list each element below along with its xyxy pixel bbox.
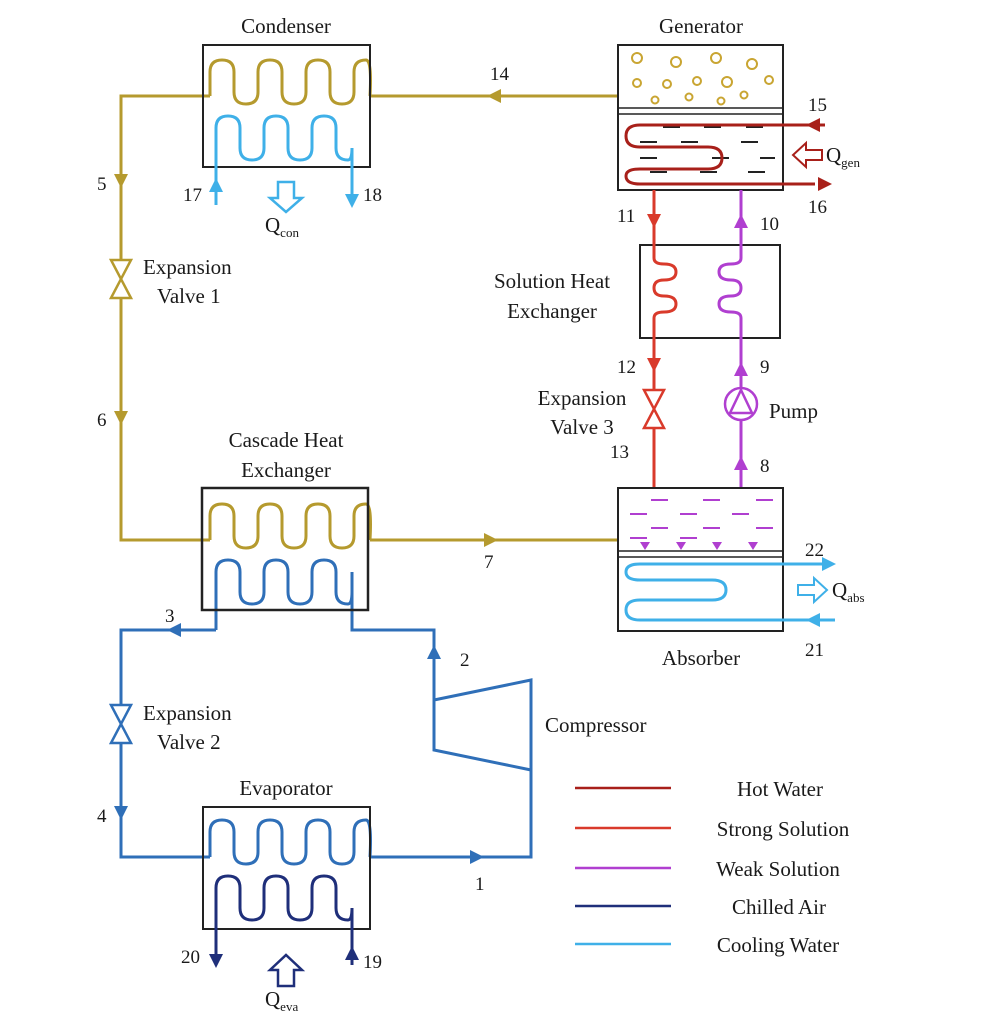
state-5: 5 (97, 174, 107, 195)
state-11: 11 (617, 206, 635, 227)
state-4: 4 (97, 806, 107, 827)
state-3: 3 (165, 606, 175, 627)
state-22: 22 (805, 540, 824, 561)
flow-arrow-21 (806, 613, 820, 627)
state-13: 13 (610, 442, 629, 463)
weak-solution-line (717, 190, 743, 488)
expansion-valve-3-icon (641, 388, 667, 430)
flow-arrow-22 (822, 557, 836, 571)
state-12: 12 (617, 357, 636, 378)
flow-arrow-1 (470, 850, 484, 864)
legend-label-weak-solution: Weak Solution (716, 857, 840, 881)
flow-arrow-14 (487, 89, 501, 103)
q-abs-label: Qabs (832, 578, 865, 605)
cascade-label-line1: Cascade Heat (229, 428, 344, 452)
heat-in-eva-icon (266, 953, 306, 988)
ev2-label-line2: Valve 2 (157, 730, 221, 754)
flow-arrow-17 (209, 178, 223, 192)
generator-hot-water-coil (624, 123, 825, 186)
flow-arrow-11 (647, 214, 661, 228)
state-10: 10 (760, 214, 779, 235)
ev3-label-line1: Expansion (538, 386, 627, 410)
heat-out-abs-icon (797, 575, 829, 605)
pump-label: Pump (769, 399, 818, 423)
legend-label-chilled-air: Chilled Air (732, 895, 826, 919)
condenser-box (202, 44, 371, 168)
state-15: 15 (808, 95, 827, 116)
solution-heat-exchanger-box (639, 244, 781, 339)
flow-arrow-20 (209, 954, 223, 968)
flow-arrow-12 (647, 358, 661, 372)
absorber-spray-dashes (630, 499, 773, 539)
state-21: 21 (805, 640, 824, 661)
generator-box (617, 44, 784, 191)
pump-icon (723, 386, 759, 422)
state-19: 19 (363, 952, 382, 973)
ev1-label-line2: Valve 1 (157, 284, 221, 308)
flow-arrow-2 (427, 645, 441, 659)
absorber-box (617, 487, 784, 632)
evaporator-label: Evaporator (239, 776, 332, 800)
state-16: 16 (808, 197, 827, 218)
legend: Hot Water Strong Solution Weak Solution … (575, 777, 850, 957)
ev1-label-line1: Expansion (143, 255, 232, 279)
state-20: 20 (181, 947, 200, 968)
state-8: 8 (760, 456, 770, 477)
state-17: 17 (183, 185, 202, 206)
flow-arrow-8 (734, 456, 748, 470)
state-18: 18 (363, 185, 382, 206)
state-9: 9 (760, 357, 770, 378)
q-gen-label: Qgen (826, 143, 860, 170)
absorber-label: Absorber (662, 646, 740, 670)
absorber-cooling-coil (624, 562, 835, 622)
expansion-valve-1-icon (108, 258, 134, 300)
ev3-label-line2: Valve 3 (550, 415, 614, 439)
refrigerant-low-loop (119, 558, 533, 866)
condenser-label: Condenser (241, 14, 331, 38)
refrigerant-high-loop (119, 58, 618, 550)
evaporator-box (202, 806, 371, 930)
flow-arrow-3 (167, 623, 181, 637)
q-con-label: Qcon (265, 213, 299, 240)
legend-label-strong-solution: Strong Solution (717, 817, 850, 841)
q-eva-label: Qeva (265, 987, 298, 1014)
heat-out-con-icon (266, 180, 306, 214)
state-2: 2 (460, 650, 470, 671)
state-6: 6 (97, 410, 107, 431)
shx-label-line2: Exchanger (507, 299, 597, 323)
state-14: 14 (490, 64, 510, 85)
state-1: 1 (475, 874, 485, 895)
flow-arrow-5 (114, 174, 128, 188)
generator-solution-dashes (640, 126, 775, 173)
cascade-label-line2: Exchanger (241, 458, 331, 482)
strong-solution-line (652, 190, 678, 488)
heat-in-gen-icon (791, 140, 823, 170)
flow-arrow-18 (345, 194, 359, 208)
cascade-heat-exchanger-box (200, 486, 370, 612)
generator-label: Generator (659, 14, 743, 38)
flow-arrow-6 (114, 411, 128, 425)
compressor-label: Compressor (545, 713, 647, 737)
flow-arrow-4 (114, 806, 128, 820)
flow-arrow-7 (484, 533, 498, 547)
flow-arrow-19 (345, 946, 359, 960)
ev2-label-line1: Expansion (143, 701, 232, 725)
flow-arrow-16 (818, 177, 832, 191)
absorber-spray-arrows (640, 542, 758, 550)
flow-arrow-10 (734, 214, 748, 228)
legend-label-hot-water: Hot Water (737, 777, 823, 801)
vapor-bubbles-icon (631, 52, 774, 106)
state-7: 7 (484, 552, 494, 573)
expansion-valve-2-icon (108, 703, 134, 745)
legend-label-cooling-water: Cooling Water (717, 933, 839, 957)
flow-arrow-15 (806, 118, 820, 132)
condenser-cooling-coil (214, 114, 354, 205)
flow-arrow-9 (734, 362, 748, 376)
evaporator-chilled-air-coil (214, 874, 354, 965)
shx-label-line1: Solution Heat (494, 269, 610, 293)
